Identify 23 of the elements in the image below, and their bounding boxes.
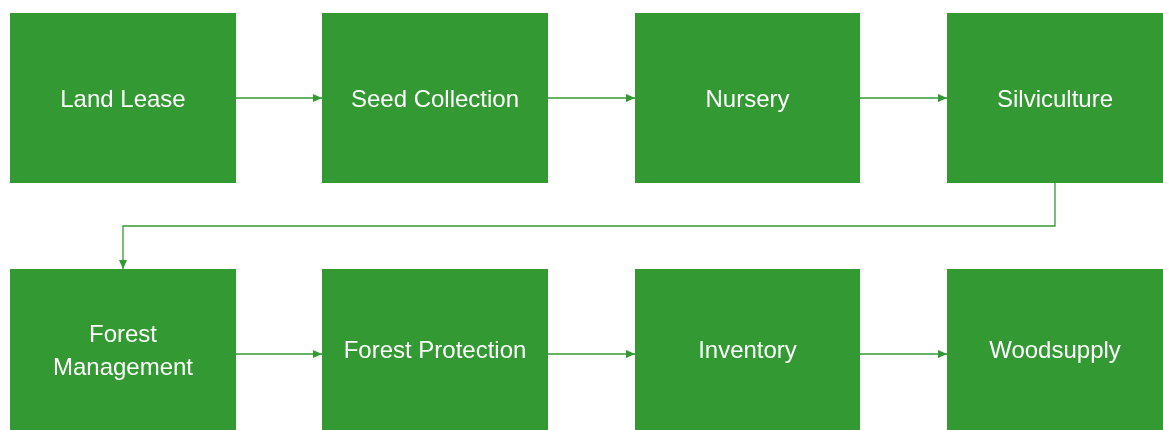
arrow xyxy=(859,350,948,358)
arrow xyxy=(859,94,948,102)
box-label: Forest Management xyxy=(51,318,195,382)
box-label: Inventory xyxy=(698,335,797,365)
process-box xyxy=(322,269,548,430)
process-box xyxy=(322,13,548,183)
arrow xyxy=(119,182,1056,270)
box-label: Forest Protection xyxy=(343,335,527,365)
box-label: Land Lease xyxy=(60,83,186,114)
process-box xyxy=(947,13,1163,183)
arrow xyxy=(547,350,636,358)
process-box xyxy=(10,13,236,183)
box-label: Silviculture xyxy=(996,83,1113,114)
box-label: Woodsupply xyxy=(989,335,1121,365)
process-box xyxy=(635,13,860,183)
arrow xyxy=(235,350,323,358)
process-box xyxy=(947,269,1163,430)
arrow xyxy=(235,94,323,102)
box-label: Seed Collection xyxy=(350,83,520,114)
process-box xyxy=(10,269,236,430)
process-box xyxy=(635,269,860,430)
box-label: Nursery xyxy=(705,83,790,114)
arrow xyxy=(547,94,636,102)
